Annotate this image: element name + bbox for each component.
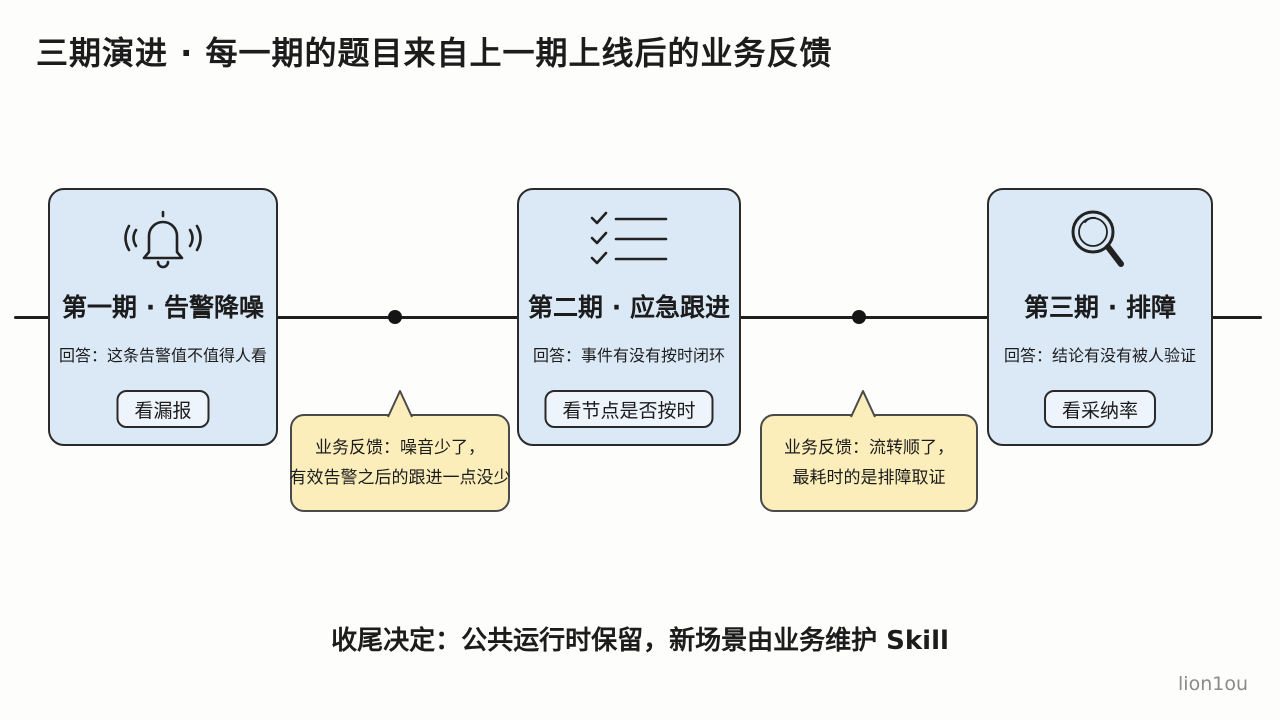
page-title: 三期演进 · 每一期的题目来自上一期上线后的业务反馈 [36,34,833,72]
feedback-bubble-1: 业务反馈：噪音少了， 有效告警之后的跟进一点没少 [289,390,511,512]
conclusion-text: 收尾决定：公共运行时保留，新场景由业务维护 Skill [331,626,949,656]
magnifier-icon [1055,206,1145,272]
phase-card-3: 第三期 · 排障 回答：结论有没有被人验证 看采纳率 [987,188,1213,446]
watermark: lion1ou [1178,673,1248,695]
feedback-line: 业务反馈：流转顺了， [784,438,954,458]
phase-answer: 回答：结论有没有被人验证 [1003,346,1196,365]
feedback-line: 有效告警之后的跟进一点没少 [289,468,511,488]
phase-card-2: 第二期 · 应急跟进 回答：事件有没有按时闭环 看节点是否按时 [517,188,741,446]
phase-action-button[interactable]: 看采纳率 [1043,390,1157,428]
feedback-bubble-2: 业务反馈：流转顺了， 最耗时的是排障取证 [760,390,978,512]
feedback-line: 业务反馈：噪音少了， [315,438,485,458]
phase-title: 第三期 · 排障 [1024,293,1176,322]
timeline-dot-1 [388,310,402,324]
phase-action-button[interactable]: 看漏报 [116,390,210,428]
phase-title: 第二期 · 应急跟进 [528,293,730,322]
timeline-dot-2 [852,310,866,324]
phase-answer: 回答：事件有没有按时闭环 [532,346,725,365]
phase-answer: 回答：这条告警值不值得人看 [58,346,267,365]
checklist-icon [584,206,674,272]
feedback-line: 最耗时的是排障取证 [792,468,946,488]
phase-title: 第一期 · 告警降噪 [62,293,264,322]
bubble-tail [850,390,876,418]
bell-icon [118,206,208,272]
phase-action-button[interactable]: 看节点是否按时 [544,390,714,428]
phase-card-1: 第一期 · 告警降噪 回答：这条告警值不值得人看 看漏报 [48,188,278,446]
bubble-tail [387,390,413,418]
